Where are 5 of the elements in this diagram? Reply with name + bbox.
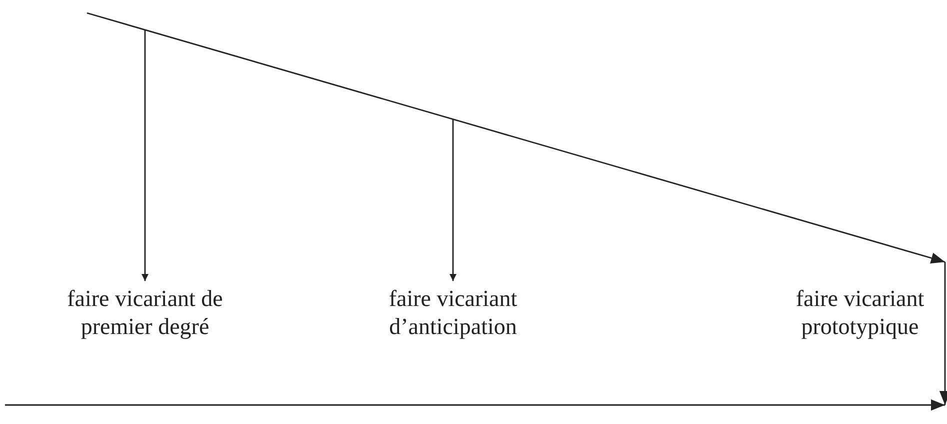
text-label: faire vicariant de premier degré — [55, 281, 235, 341]
text-label: faire vicariant d’anticipation — [363, 281, 543, 341]
text-label: faire vicariant prototypique — [785, 281, 935, 341]
arrow — [450, 119, 456, 281]
arrow — [142, 30, 148, 281]
